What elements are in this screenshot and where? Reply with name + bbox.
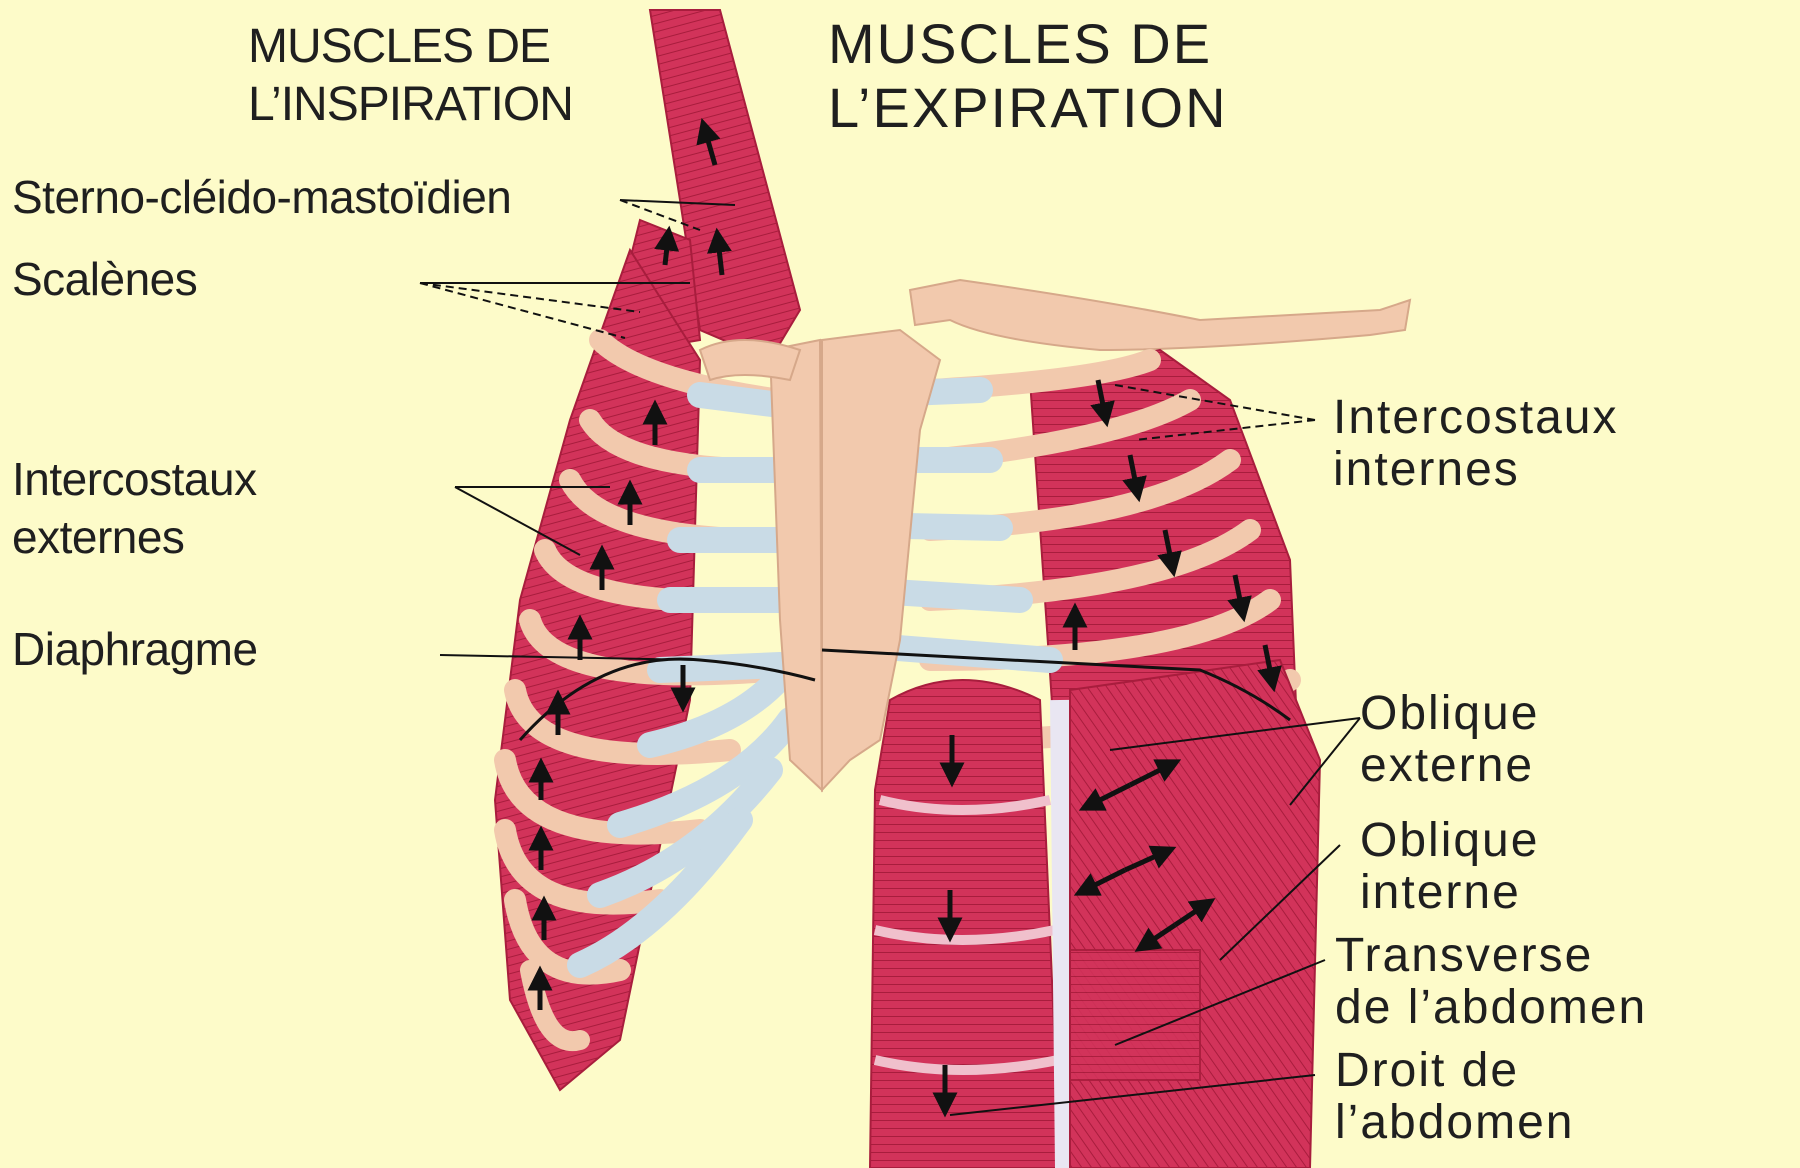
label-transverse-line2: de l’abdomen	[1335, 982, 1647, 1034]
label-oblique-externe: Oblique externe	[1360, 688, 1539, 792]
transverse-muscle	[1070, 950, 1200, 1080]
rectus-abdominis-muscle	[870, 680, 1060, 1168]
label-transverse-line1: Transverse	[1335, 930, 1647, 982]
label-droit: Droit de l’abdomen	[1335, 1045, 1574, 1149]
label-scm: Sterno-cléido-mastoïdien	[12, 168, 511, 226]
title-expiration-line2: L’EXPIRATION	[828, 76, 1228, 140]
label-intercostaux-externes: Intercostaux externes	[12, 450, 257, 566]
label-intercostaux-internes: Intercostaux internes	[1333, 392, 1618, 496]
label-oblique-interne-line2: interne	[1360, 867, 1539, 919]
label-oblique-interne: Oblique interne	[1360, 815, 1539, 919]
title-inspiration-line1: MUSCLES DE	[248, 18, 573, 76]
label-diaphragme: Diaphragme	[12, 620, 258, 678]
label-oblique-interne-line1: Oblique	[1360, 815, 1539, 867]
label-droit-line2: l’abdomen	[1335, 1097, 1574, 1149]
title-inspiration-line2: L’INSPIRATION	[248, 76, 573, 134]
label-droit-line1: Droit de	[1335, 1045, 1574, 1097]
label-intercostaux-internes-line2: internes	[1333, 444, 1618, 496]
label-oblique-externe-line2: externe	[1360, 740, 1539, 792]
label-intercostaux-externes-line1: Intercostaux	[12, 450, 257, 508]
right-ribcage	[822, 280, 1410, 1168]
label-oblique-externe-line1: Oblique	[1360, 688, 1539, 740]
label-transverse: Transverse de l’abdomen	[1335, 930, 1647, 1034]
title-expiration: MUSCLES DE L’EXPIRATION	[828, 12, 1228, 140]
label-intercostaux-externes-line2: externes	[12, 508, 257, 566]
label-intercostaux-internes-line1: Intercostaux	[1333, 392, 1618, 444]
title-inspiration: MUSCLES DE L’INSPIRATION	[248, 18, 573, 134]
label-scalenes: Scalènes	[12, 250, 197, 308]
clavicle	[910, 280, 1410, 350]
title-expiration-line1: MUSCLES DE	[828, 12, 1228, 76]
left-ribcage	[495, 10, 822, 1090]
